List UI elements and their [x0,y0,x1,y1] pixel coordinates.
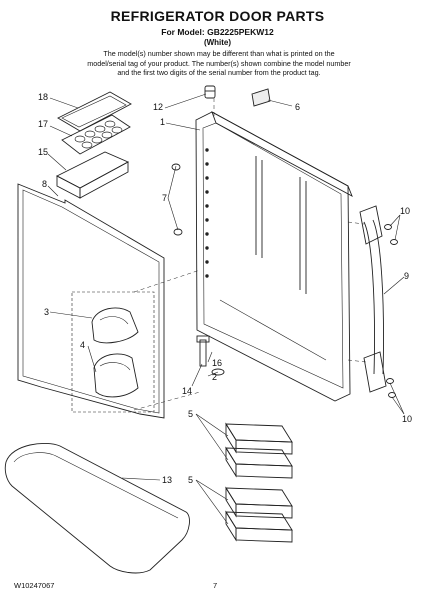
callout-18: 18 [38,92,48,102]
callout-9: 9 [404,271,409,281]
part-12-plug[interactable] [204,85,216,99]
part-10-screws-bottom[interactable] [386,378,396,398]
callout-6: 6 [295,102,300,112]
callout-12: 12 [153,102,163,112]
part-8-gasket[interactable] [17,183,165,419]
callout-10-bottom: 10 [402,414,412,424]
callout-3: 3 [44,307,49,317]
part-9-handle[interactable] [359,205,387,393]
projection-lines [133,98,367,411]
part-3-cover-upper[interactable] [91,307,139,344]
part-7-screws[interactable] [171,163,183,236]
part-18-cover[interactable] [57,91,132,132]
color-line: (White) [203,38,232,47]
callout-4: 4 [80,340,85,350]
part-15-bin[interactable] [56,151,130,199]
callout-17: 17 [38,119,48,129]
part-4-cover-lower[interactable] [93,353,139,398]
part-13-door-shelf[interactable] [4,443,190,574]
page-title: REFRIGERATOR DOOR PARTS [110,8,325,24]
callout-5-upper: 5 [188,409,193,419]
part-14-16-hinge-pin[interactable] [196,335,210,367]
callout-1: 1 [160,117,165,127]
part-1-door[interactable] [195,111,353,402]
callout-16: 16 [212,358,222,368]
part-2-washer[interactable] [211,368,225,376]
callout-13: 13 [162,475,172,485]
model-note: The model(s) number shown may be differe… [87,49,351,77]
part-5-door-bin-lower[interactable] [225,486,293,543]
callout-2: 2 [212,372,217,382]
part-5-door-bin-upper[interactable] [225,422,293,479]
part-6-label[interactable] [251,88,271,107]
callout-14: 14 [182,386,192,396]
part-17-egg-tray[interactable] [61,114,131,155]
leader-lines [47,93,405,525]
callout-10-top: 10 [400,206,410,216]
callout-15: 15 [38,147,48,157]
dispenser-bracket-outline [71,291,155,413]
page-number: 7 [213,581,218,590]
model-line: For Model: GB2225PEKW12 [161,27,274,37]
door-screw-holes [205,148,209,278]
part-10-screws-top[interactable] [384,224,398,245]
callout-7: 7 [162,193,167,203]
document-number: W10247067 [14,581,55,590]
callout-5-lower: 5 [188,475,193,485]
callout-8: 8 [42,179,47,189]
